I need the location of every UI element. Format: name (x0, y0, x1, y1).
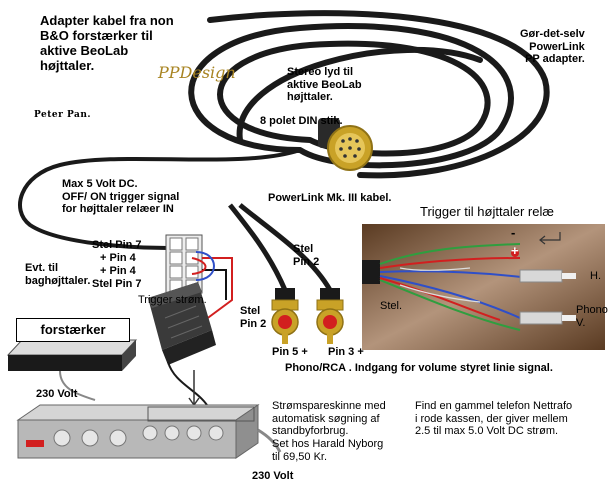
wire-red (202, 257, 233, 321)
cable-coil (188, 10, 550, 179)
cable-label: PowerLink Mk. III kabel. (268, 192, 392, 204)
stel-pin2-left: Stel Pin 2 (240, 305, 267, 330)
return-arrow-icon (539, 232, 561, 245)
wire-black (202, 269, 227, 300)
phono-caption: Phono/RCA . Indgang for volume styret li… (285, 362, 553, 374)
rca-h-label: H. (590, 270, 601, 282)
pin-label-2: + Pin 4 (100, 252, 136, 264)
stel-pin2-top: Stel Pin 2 (293, 243, 320, 268)
power-strip-note: Strømspareskinne med automatisk søgning … (272, 400, 386, 463)
amplifier-label: forstærker (16, 318, 130, 342)
adapter-cord (167, 361, 211, 411)
brand-logo: PPDesign (158, 63, 236, 82)
subtitle-right: Gør-det-selv PowerLink PP adapter. (520, 28, 585, 66)
phone-note: Find en gammel telefon Nettrafo i rode k… (415, 400, 573, 438)
evt-note: Evt. til baghøjttaler. (25, 262, 91, 287)
cable-to-rca (228, 203, 288, 291)
strip-cord (257, 428, 282, 453)
signature: Peter Pan. (34, 110, 92, 120)
pin-label-3: + Pin 4 (100, 265, 136, 277)
trigger-title: Trigger til højttaler relæ (420, 204, 554, 219)
power-adapter-icon (148, 282, 216, 365)
rca-plug-icon (271, 288, 344, 344)
trigger-note: Max 5 Volt DC. OFF/ ON trigger signal fo… (62, 178, 180, 216)
amplifier-icon (6, 339, 138, 371)
cable-to-terminal (18, 148, 301, 250)
din-plug-icon (318, 118, 373, 171)
diagram-title: Adapter kabel fra non B&O forstærker til… (40, 13, 174, 73)
cable-to-rca-2 (238, 203, 333, 292)
pin5-label: Pin 5 + (272, 346, 308, 358)
voltage-left: 230 Volt (36, 388, 78, 400)
voltage-bottom: 230 Volt (252, 470, 294, 482)
wire-plus-label: + (511, 243, 519, 258)
wire-blue-loop (195, 251, 215, 281)
din-plug-label: 8 polet DIN stik. (260, 115, 343, 127)
wire-red-loop (191, 257, 207, 275)
trigger-power-label: Trigger strøm. (138, 294, 207, 306)
pin3-label: Pin 3 + (328, 346, 364, 358)
din-caption: Stereo lyd til aktive BeoLab højttaler. (287, 66, 362, 104)
power-strip-icon (16, 404, 260, 459)
arrow-icon (188, 370, 200, 407)
amp-cord (59, 370, 96, 401)
stel-wires-label: Stel. (380, 300, 403, 312)
pin-label-4: Stel Pin 7 (92, 278, 142, 290)
pin-label-1: Stel Pin 7 (92, 239, 142, 251)
wire-minus-label: - (511, 225, 516, 240)
rca-phono-v-label: Phono V. (576, 304, 608, 329)
wire-photo (362, 224, 605, 350)
